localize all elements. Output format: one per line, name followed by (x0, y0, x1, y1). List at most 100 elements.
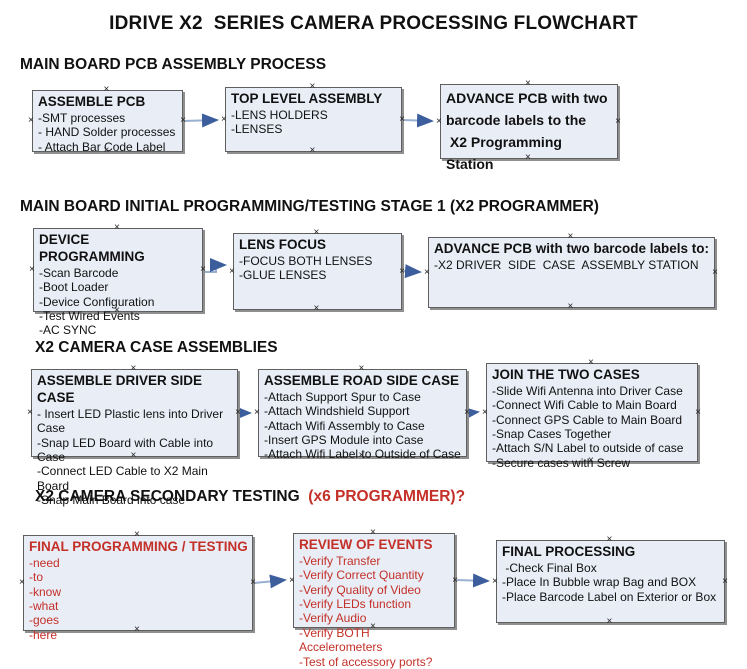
connection-handle-icon: × (424, 266, 430, 278)
connection-handle-icon: × (370, 527, 376, 538)
connection-handle-icon: × (567, 231, 574, 242)
box-items: -FOCUS BOTH LENSES-GLUE LENSES (239, 254, 397, 283)
connection-handle-icon: × (482, 406, 488, 418)
box-title: TOP LEVEL ASSEMBLY (231, 91, 383, 106)
box-item: -Attach S/N Label to outside of case (492, 441, 684, 456)
connection-handle-icon: × (436, 115, 442, 127)
box-item: - HAND Solder processes (38, 125, 176, 140)
box-item: -GLUE LENSES (239, 268, 327, 283)
box-items: -Scan Barcode-Boot Loader-Device Configu… (39, 266, 198, 338)
connection-handle-icon: × (313, 227, 320, 238)
box-item: -Verify LEDs function (299, 597, 412, 612)
connection-handle-icon: × (235, 407, 241, 418)
connection-handle-icon: × (712, 266, 718, 278)
flow-box-assemble-driver-side-case[interactable]: ASSEMBLE DRIVER SIDE CASE - Insert LED P… (27, 364, 241, 508)
flow-box-join-two-cases[interactable]: JOIN THE TWO CASES -Slide Wifi Antenna i… (482, 358, 701, 470)
box-item: -Connect LED Cable to X2 Main Board (37, 464, 212, 493)
section-header-secondary-testing-text: X2 CAMERA SECONDARY TESTING (35, 488, 304, 505)
box-items: -SMT processes- HAND Solder processes- A… (38, 111, 178, 154)
box-item: -X2 DRIVER SIDE CASE ASSEMBLY STATION (434, 257, 699, 272)
box-item: -Boot Loader (39, 280, 109, 295)
connection-handle-icon: × (27, 407, 33, 418)
box-item: -Attach Windshield Support (264, 404, 410, 419)
box-item: -Connect GPS Cable to Main Board (492, 412, 683, 427)
connector-arrow[interactable] (182, 113, 219, 128)
flow-box-lens-focus[interactable]: LENS FOCUS -FOCUS BOTH LENSES-GLUE LENSE… (229, 228, 405, 314)
box-item: - Insert LED Plastic lens into Driver Ca… (37, 406, 227, 436)
connection-handle-icon: × (309, 145, 316, 156)
box-items: -X2 DRIVER SIDE CASE ASSEMBLY STATION (434, 258, 710, 272)
connection-handle-icon: × (200, 264, 206, 275)
box-item: -what (29, 599, 59, 614)
connector-arrow[interactable] (253, 574, 287, 589)
page-title: IDRIVE X2 SERIES CAMERA PROCESSING FLOWC… (109, 13, 638, 34)
box-item: -Snap Cases Together (492, 427, 612, 442)
box-item: -Device Configuration (39, 294, 155, 309)
connection-handle-icon: × (695, 406, 701, 418)
box-item: -Verify Quality of Video (299, 582, 421, 597)
box-item: -Snap LED Board with Cable into Case (37, 435, 217, 464)
connection-handle-icon: × (130, 363, 137, 374)
box-title: LENS FOCUS (239, 237, 327, 252)
flow-box-top-level-assembly[interactable]: TOP LEVEL ASSEMBLY -LENS HOLDERS-LENSES … (221, 82, 405, 156)
box-title: ADVANCE PCB with two barcode labels to: (434, 241, 710, 256)
box-item: -need (29, 555, 60, 570)
box-item: -LENS HOLDERS (231, 107, 328, 122)
flow-box-advance-pcb-driver-side[interactable]: ADVANCE PCB with two barcode labels to: … (424, 232, 718, 312)
section-header-case-assemblies: X2 CAMERA CASE ASSEMBLIES (35, 339, 278, 356)
connection-handle-icon: × (221, 113, 227, 125)
connection-handle-icon: × (399, 113, 405, 125)
connection-handle-icon: × (29, 264, 35, 275)
box-item: -know (29, 584, 62, 599)
flow-box-review-of-events[interactable]: REVIEW OF EVENTS -Verify Transfer-Verify… (289, 528, 458, 669)
box-item: -Scan Barcode (39, 265, 119, 280)
connector-arrow[interactable] (462, 406, 480, 421)
connector-arrow[interactable] (455, 573, 490, 588)
connection-handle-icon: × (134, 529, 140, 540)
connection-handle-icon: × (114, 222, 120, 233)
box-item: -Insert GPS Module into Case (264, 433, 424, 448)
box-item: -Attach Wifi Label to Outside of Case (264, 447, 461, 462)
box-item: -Verify BOTH Accelerometers (299, 625, 383, 655)
connection-handle-icon: × (103, 84, 110, 95)
box-title: FINAL PROCESSING (502, 544, 636, 559)
connection-handle-icon: × (180, 115, 186, 126)
box-title: DEVICE PROGRAMMING (39, 232, 145, 264)
flow-box-assemble-pcb[interactable]: ASSEMBLE PCB -SMT processes- HAND Solder… (28, 85, 186, 156)
box-items: -Attach Support Spur to Case-Attach Wind… (264, 390, 462, 462)
flow-box-final-programming-testing[interactable]: FINAL PROGRAMMING / TESTING -need-to-kno… (19, 530, 256, 642)
flow-box-advance-pcb-programming-station[interactable]: ADVANCE PCB with two barcode labels to t… (436, 79, 621, 172)
flow-box-final-processing[interactable]: FINAL PROCESSING -Check Final Box-Place … (492, 535, 728, 627)
box-items: -need-to-know-what-goes-here (29, 556, 248, 642)
connection-handle-icon: × (722, 575, 728, 587)
flow-box-assemble-road-side-case[interactable]: ASSEMBLE ROAD SIDE CASE -Attach Support … (254, 364, 470, 462)
connector-arrow[interactable] (204, 258, 227, 273)
box-title: ADVANCE PCB with two barcode labels to t… (446, 90, 608, 172)
box-title: ASSEMBLE DRIVER SIDE CASE (37, 373, 206, 405)
box-item: -to (29, 570, 44, 585)
section-header-pcb-assembly: MAIN BOARD PCB ASSEMBLY PROCESS (20, 56, 327, 73)
connection-handle-icon: × (19, 577, 25, 588)
box-item: -Verify Transfer (299, 553, 381, 568)
connector-arrow[interactable] (402, 113, 434, 128)
section-header-secondary-testing: X2 CAMERA SECONDARY TESTING (x6 PROGRAMM… (35, 488, 465, 506)
connection-handle-icon: × (606, 534, 613, 545)
flow-box-device-programming[interactable]: DEVICE PROGRAMMING -Scan Barcode-Boot Lo… (29, 223, 206, 338)
box-item: -LENSES (231, 122, 283, 137)
box-title: REVIEW OF EVENTS (299, 537, 433, 552)
connection-handle-icon: × (28, 115, 34, 126)
connection-handle-icon: × (464, 407, 470, 418)
connection-handle-icon: × (289, 574, 295, 586)
section-header-programmer-note: (x6 PROGRAMMER)? (304, 488, 466, 505)
connector-arrow[interactable] (402, 264, 422, 279)
connection-handle-icon: × (313, 303, 320, 314)
box-item: -AC SYNC (39, 323, 97, 338)
box-item: -Verify Correct Quantity (299, 568, 424, 583)
box-title: ASSEMBLE PCB (38, 94, 146, 109)
connection-handle-icon: × (254, 407, 260, 418)
box-item: -here (29, 627, 58, 642)
box-item: -Place Barcode Label on Exterior or Box (502, 589, 717, 604)
box-item: -Connect Wifi Cable to Main Board (492, 398, 677, 413)
section-header-initial-programming: MAIN BOARD INITIAL PROGRAMMING/TESTING S… (20, 198, 599, 215)
connection-handle-icon: × (399, 265, 405, 277)
